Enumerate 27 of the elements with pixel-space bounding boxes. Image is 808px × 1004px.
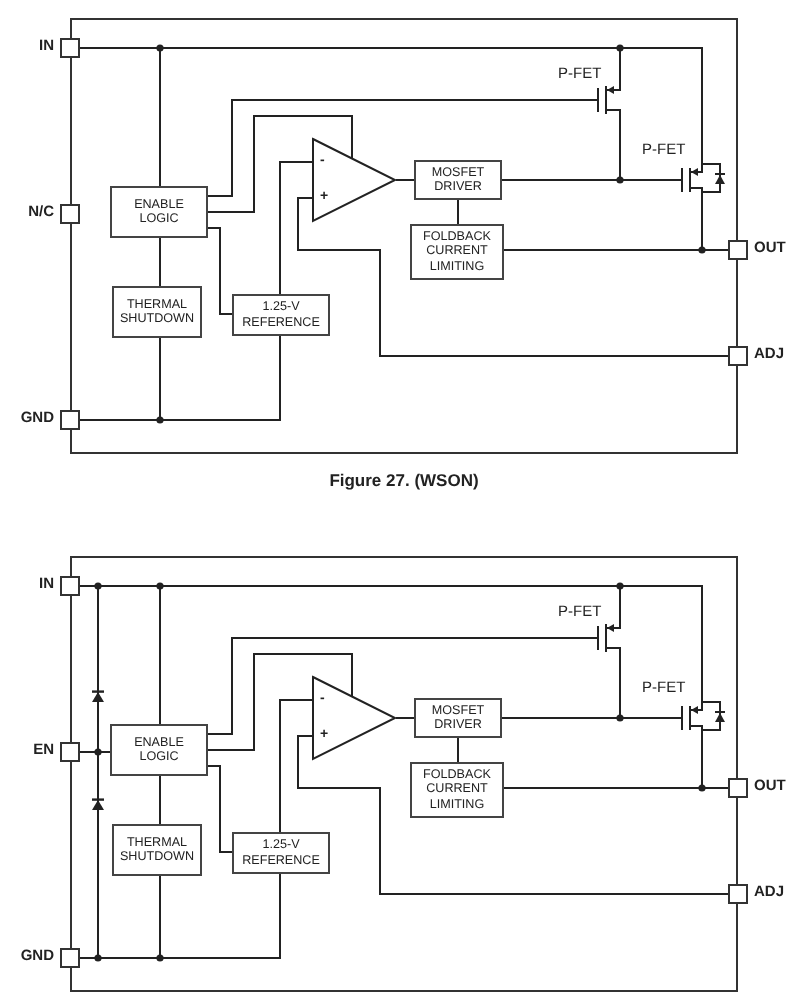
wire	[159, 775, 161, 825]
wire	[701, 733, 729, 789]
wire	[395, 717, 415, 719]
wire	[395, 179, 415, 181]
wire	[619, 115, 679, 181]
wire	[79, 751, 99, 797]
wire	[619, 653, 679, 719]
wire	[279, 699, 313, 833]
wire	[207, 99, 595, 197]
wire	[279, 161, 313, 295]
wire	[207, 765, 233, 853]
wire	[457, 199, 459, 225]
wire	[207, 637, 595, 735]
wire	[207, 227, 233, 315]
chip-outline	[70, 18, 738, 454]
chip-outline	[70, 556, 738, 992]
figure-caption: Figure 27. (WSON)	[327, 470, 481, 490]
wire	[457, 737, 459, 763]
wire	[79, 585, 99, 689]
wire	[297, 197, 729, 357]
wire	[297, 735, 729, 895]
wire	[207, 653, 353, 751]
wire	[207, 115, 353, 213]
wire	[159, 237, 161, 287]
wire	[79, 335, 281, 421]
wire	[701, 195, 729, 251]
wire	[79, 811, 99, 959]
